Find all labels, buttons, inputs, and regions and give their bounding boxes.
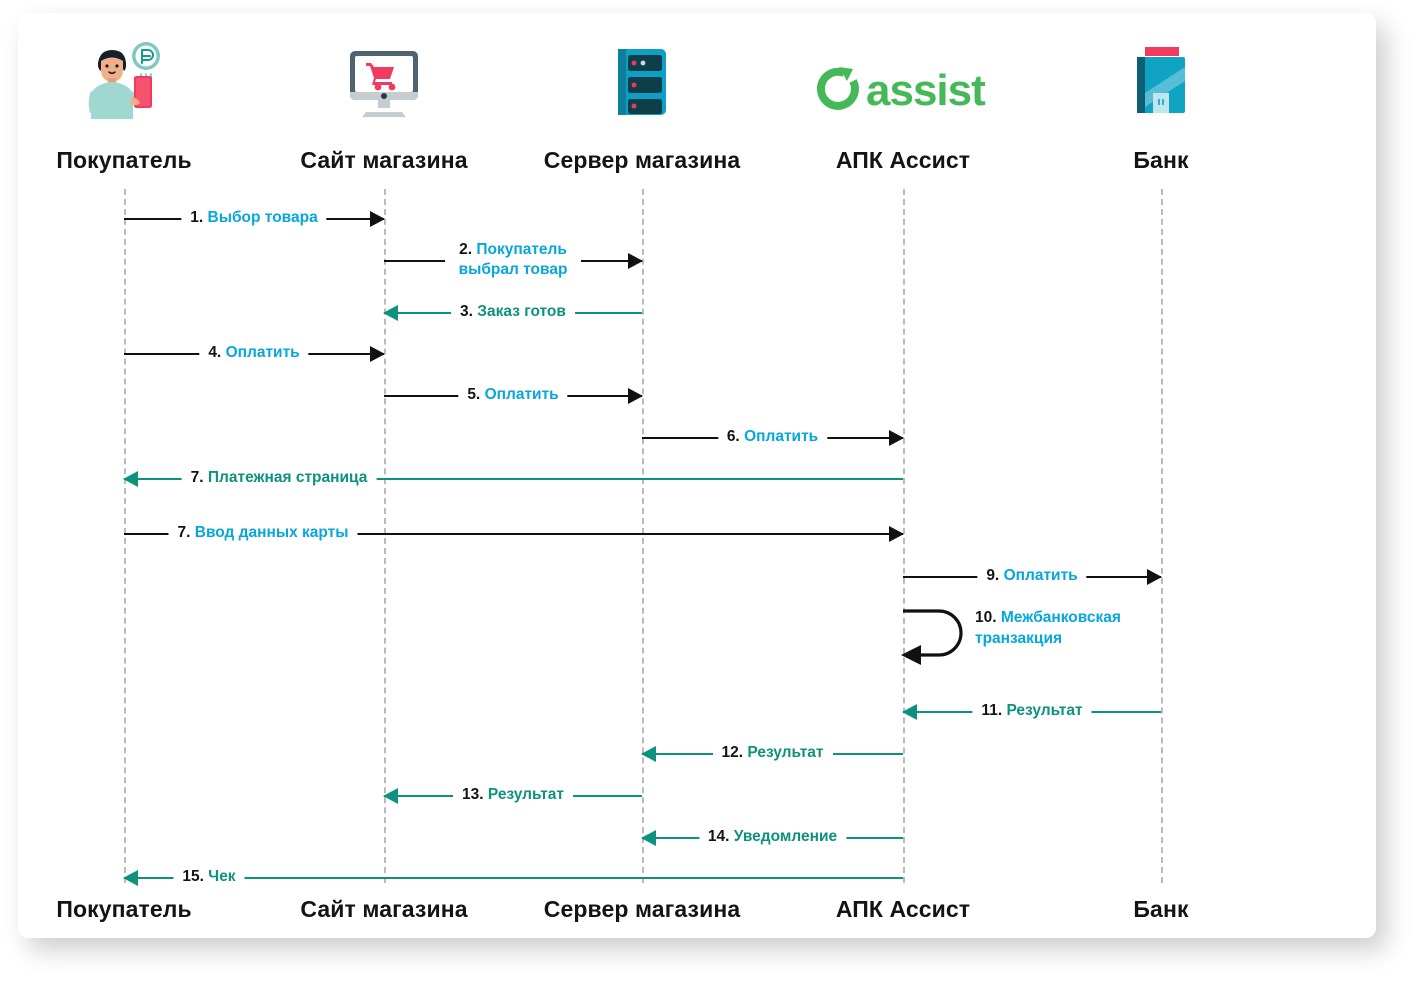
message-text: Уведомление <box>733 828 838 845</box>
arrow-head-icon <box>123 870 138 886</box>
message-number: 4. <box>208 344 222 361</box>
message-label: 14. Уведомление <box>698 827 847 847</box>
message-label: 12. Результат <box>712 743 833 763</box>
self-loop-label: 10. Межбанковская транзакция <box>975 607 1135 649</box>
lifeline-assist <box>903 189 905 883</box>
message-number: 1. <box>190 209 204 226</box>
self-loop-arrow-icon <box>901 609 963 665</box>
message-number: 11. <box>981 702 1003 719</box>
message-text: Оплатить <box>1003 567 1078 584</box>
arrow-head-icon <box>1147 569 1162 585</box>
arrow-head-icon <box>383 788 398 804</box>
message-number: 2. <box>459 241 473 258</box>
actor-label-assist: АПК Ассист <box>835 147 971 173</box>
message-label: 5. Оплатить <box>458 385 568 405</box>
message-text: Ввод данных карты <box>194 524 349 541</box>
message-number: 7. <box>177 524 191 541</box>
message-text: Выбор товара <box>207 209 318 226</box>
monitor-cart-icon <box>342 41 426 119</box>
message-text: Результат <box>1006 702 1083 719</box>
message-number: 7. <box>190 469 204 486</box>
message-label: 9. Оплатить <box>977 566 1087 586</box>
arrow-head-icon <box>383 305 398 321</box>
actor-label-shopserver: Сервер магазина <box>543 147 741 173</box>
arrow-head-icon <box>902 704 917 720</box>
actor-footer-label-shopsite: Сайт магазина <box>300 896 468 922</box>
lifeline-shopsrv <box>642 189 644 883</box>
message-label: 3. Заказ готов <box>451 302 575 322</box>
assist-logo-icon: assist <box>808 55 998 115</box>
arrow-head-icon <box>889 430 904 446</box>
message-text: Результат <box>747 744 824 761</box>
message-text: Оплатить <box>744 428 819 445</box>
bank-card-icon <box>1129 41 1193 119</box>
actor-label-shopsite: Сайт магазина <box>300 147 468 173</box>
message-number: 12. <box>721 744 744 761</box>
lifeline-buyer <box>124 189 126 883</box>
arrow-head-icon <box>628 253 643 269</box>
actor-label-buyer: Покупатель <box>56 147 192 173</box>
message-text: Оплатить <box>484 386 559 403</box>
message-number: 5. <box>467 386 481 403</box>
message-text: Покупатель выбрал товар <box>458 241 568 278</box>
message-label: 7. Платежная страница <box>181 468 377 488</box>
lifeline-bank <box>1161 189 1163 883</box>
message-line <box>124 877 903 879</box>
message-number: 6. <box>726 428 740 445</box>
message-text: Межбанковская транзакция <box>975 609 1121 647</box>
message-number: 10. <box>975 609 997 626</box>
arrow-head-icon <box>370 346 385 362</box>
actor-label-bank: Банк <box>1133 147 1189 173</box>
message-label: 1. Выбор товара <box>181 208 327 228</box>
actor-footer-label-bank: Банк <box>1133 896 1189 922</box>
message-text: Результат <box>487 786 564 803</box>
message-label: 13. Результат <box>453 785 573 805</box>
svg-text:assist: assist <box>866 66 986 115</box>
message-text: Оплатить <box>225 344 300 361</box>
message-number: 3. <box>460 303 473 320</box>
arrow-head-icon <box>370 211 385 227</box>
message-number: 15. <box>182 868 204 885</box>
message-line <box>124 533 903 535</box>
message-text: Платежная страница <box>207 469 368 486</box>
message-text: Заказ готов <box>477 303 566 320</box>
message-label: 4. Оплатить <box>199 343 309 363</box>
arrow-head-icon <box>641 830 656 846</box>
person-with-phone-icon <box>78 41 170 119</box>
message-number: 13. <box>462 786 484 803</box>
actor-footer-label-buyer: Покупатель <box>56 896 192 922</box>
message-label: 15. Чек <box>173 867 245 887</box>
actor-footer-label-shopserver: Сервер магазина <box>543 896 741 922</box>
server-rack-icon <box>612 41 672 119</box>
arrow-head-icon <box>889 526 904 542</box>
message-number: 9. <box>986 567 1000 584</box>
message-label: 6. Оплатить <box>717 427 828 447</box>
arrow-head-icon <box>628 388 643 404</box>
message-text: Чек <box>208 868 236 885</box>
arrow-head-icon <box>641 746 656 762</box>
message-10-self-loop: 10. Межбанковская транзакция <box>901 605 1121 665</box>
message-number: 14. <box>707 828 730 845</box>
message-label: 7. Ввод данных карты <box>168 523 358 543</box>
message-line <box>124 478 903 480</box>
lifeline-shopsite <box>384 189 386 883</box>
actor-footer-label-assist: АПК Ассист <box>835 896 971 922</box>
message-label: 11. Результат <box>972 701 1092 721</box>
arrow-head-icon <box>123 471 138 487</box>
diagram-card: Покупатель Са <box>18 13 1376 938</box>
message-label: 2. Покупатель выбрал товар <box>445 240 581 280</box>
